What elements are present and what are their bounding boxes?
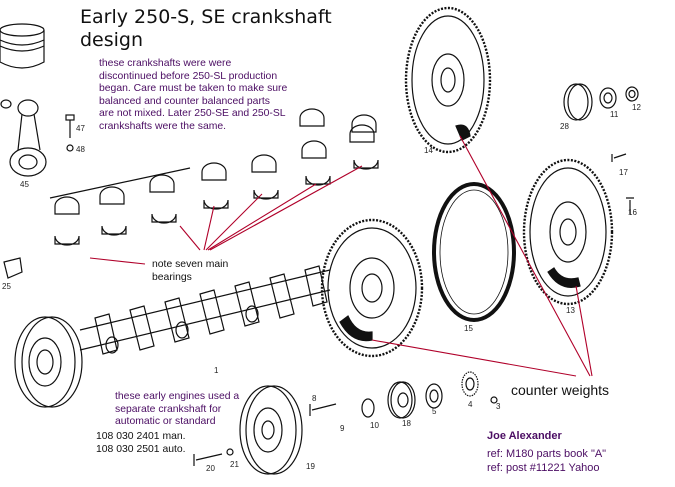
counter-weights-label: counter weights (511, 382, 610, 398)
part-label-5: 5 (432, 407, 437, 416)
page-title-line2: design (80, 29, 144, 51)
drive-plate-top-drawing (404, 6, 492, 154)
rear-seal-parts-drawing (563, 83, 639, 121)
flywheel-right-drawing (522, 158, 614, 306)
bearing-shells-lower (54, 159, 379, 246)
page-title: Early 250-S, SE crankshaft (80, 6, 332, 28)
discontinued-note-line: discontinued before 250-SL production (99, 70, 278, 82)
bolt-16-drawing (626, 197, 634, 214)
reference-parts-book: ref: M180 parts book "A" (487, 448, 607, 460)
part-label-9: 9 (340, 424, 345, 433)
part-label-28: 28 (560, 122, 569, 131)
part-label-16: 16 (628, 208, 637, 217)
part-label-4: 4 (468, 400, 473, 409)
lower-small-parts-drawing (309, 371, 498, 419)
part-label-25: 25 (2, 282, 11, 291)
part-label-20: 20 (206, 464, 215, 473)
discontinued-note-line: began. Care must be taken to make sure (99, 83, 288, 95)
part-label-11: 11 (610, 110, 619, 119)
part-label-45: 45 (20, 180, 29, 189)
main-bearings-note-line: bearings (152, 271, 192, 283)
part-label-13: 13 (566, 306, 575, 315)
bearing-shells-upper (49, 108, 377, 215)
part-label-18: 18 (402, 419, 411, 428)
rod-bolt-drawing (65, 114, 75, 152)
part-label-10: 10 (370, 421, 379, 430)
discontinued-note-line: balanced and counter balanced parts (99, 95, 270, 107)
reference-post: ref: post #11221 Yahoo (487, 462, 600, 474)
part-number-auto: 108 030 2501 auto. (96, 443, 186, 455)
connecting-rod-drawing (0, 99, 47, 177)
main-bearings-note: note seven main bearings (152, 259, 228, 284)
early-engines-note-line: separate crankshaft for (115, 403, 222, 415)
part-number-note: 108 030 2401 man. 108 030 2501 auto. (96, 431, 186, 456)
piston-drawing (0, 23, 45, 69)
annotation-lines (89, 135, 593, 377)
crank-pulley-drawing (14, 316, 83, 408)
part-label-21: 21 (230, 460, 239, 469)
part-number-manual: 108 030 2401 man. (96, 431, 186, 442)
pulley-bolt-drawing (193, 453, 223, 466)
discontinued-note-line: these crankshafts were were (99, 58, 232, 69)
flywheel-drawing (320, 218, 424, 358)
part-label-14: 14 (424, 146, 433, 155)
early-engines-note-line: automatic or standard (115, 416, 216, 428)
early-engines-note-line: these early engines used a (115, 391, 240, 402)
clip-drawing (3, 257, 23, 279)
washer-drawing (226, 448, 234, 456)
author-name: Joe Alexander (487, 430, 562, 442)
part-label-15: 15 (464, 324, 473, 333)
part-label-8: 8 (312, 394, 317, 403)
crankshaft-drawing (79, 265, 331, 355)
main-bearings-note-line: note seven main (152, 259, 229, 270)
part-label-19: 19 (306, 462, 315, 471)
part-label-12: 12 (632, 103, 641, 112)
bolt-17-drawing (611, 153, 627, 162)
part-label-1: 1 (214, 366, 219, 375)
part-label-17: 17 (619, 168, 628, 177)
part-label-47: 47 (76, 124, 85, 133)
discontinued-note-line: are not mixed. Later 250-SE and 250-SL (99, 108, 286, 120)
discontinued-note-line: crankshafts were the same. (99, 120, 227, 132)
ring-gear-drawing (432, 182, 516, 322)
part-label-3: 3 (496, 402, 501, 411)
vibration-damper-drawing (239, 385, 303, 475)
part-label-48: 48 (76, 145, 85, 154)
early-engines-note: these early engines used a separate cran… (115, 391, 239, 429)
discontinued-note: these crankshafts were were discontinued… (99, 58, 287, 134)
